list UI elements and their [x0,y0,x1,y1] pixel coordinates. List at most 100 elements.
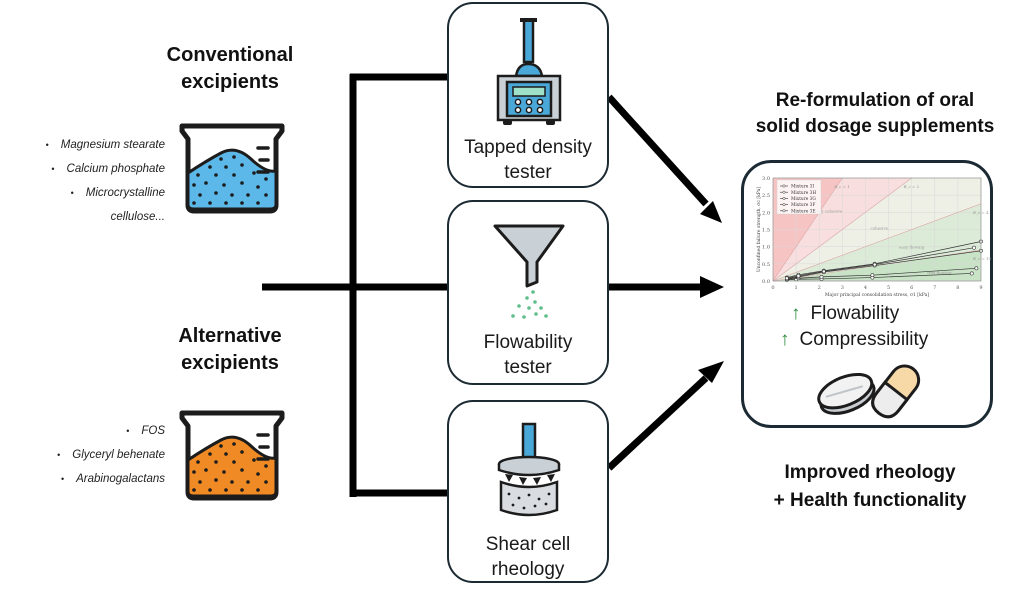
data-point [870,273,875,278]
gain-flowability: ↑Flowability [791,303,899,325]
powder-particle [252,458,256,462]
powder-particle [198,480,202,484]
test-label-line2: rheology [491,559,565,580]
region-label: very cohesive [814,208,843,213]
legend-marker [782,203,786,207]
x-tick-label: 0 [771,285,774,291]
x-tick-label: 3 [841,285,844,291]
pills-icon [817,364,921,419]
data-point [784,276,789,281]
powder-particle [224,452,228,456]
powder-particle [204,468,208,472]
gain-label: Flowability [810,303,900,324]
powder-particle [214,460,218,464]
arrow-bottom-head-icon [698,361,724,383]
powder-particle [246,480,250,484]
y-tick-label: 0.0 [762,279,770,285]
region-label: free flowing [927,270,952,275]
ff-line [773,178,912,281]
legend-marker [782,184,786,188]
gain-label: Compressibility [799,329,929,350]
powder-particle [232,155,236,159]
data-point [872,262,877,267]
arrow-bottom-shaft [606,375,709,471]
arrow-top-head-icon [700,201,722,223]
powder-particle [232,460,236,464]
conventional-excipients-list: Magnesium stearate Calcium phosphate Mic… [10,133,165,229]
arrow-top-shaft [606,94,709,207]
legend-entry: Mixture 3H [791,191,816,196]
region-label: easy flowing [899,244,925,249]
result-title-line2: solid dosage supplements [755,116,995,137]
powder-particle [222,470,226,474]
powder-particle [208,165,212,169]
x-tick-label: 7 [933,285,936,291]
powder-particle [192,183,196,187]
powder-particle [222,183,226,187]
y-tick-label: 3.0 [762,176,770,182]
data-point [969,271,974,276]
ff-line-label: ff_c = 1 [834,184,850,189]
up-arrow-icon: ↑ [780,329,790,350]
powder-particle [230,480,234,484]
powder-particle [240,163,244,167]
test-card-shear-cell: Shear cell rheology [447,400,609,583]
plot-frame [772,177,982,282]
powder-particle [240,488,244,492]
beaker-conventional-icon [179,123,285,214]
test-card-tapped-density: Tapped density tester [447,2,609,188]
x-tick-label: 5 [887,285,890,291]
powder-particle [240,201,244,205]
powder-particle [230,193,234,197]
outcome-text: Improved rheology + Health functionality [735,459,1005,515]
x-tick-label: 1 [795,285,798,291]
shear-cell-icon [497,422,561,517]
powder-particle [240,181,244,185]
powder-particle [256,472,260,476]
test-label-line1: Flowability [483,332,573,353]
list-item: FOS [10,419,165,443]
list-item: Arabinogalactans [10,467,165,491]
y-tick-label: 2.0 [762,210,770,216]
x-tick-label: 9 [979,285,982,291]
powder-particle [219,157,223,161]
result-title-line1: Re-formulation of oral [775,90,975,111]
data-point [796,273,801,278]
powder-particle [224,201,228,205]
test-card-label: Flowability tester [449,330,607,380]
powder-particle [264,464,268,468]
powder-particle [232,442,236,446]
powder-particle [208,201,212,205]
legend-marker [782,209,786,213]
powder-particle [246,193,250,197]
test-label-line1: Shear cell [485,534,571,555]
test-label-line2: tester [504,162,552,183]
powder-particle [204,181,208,185]
y-tick-label: 1.0 [762,245,770,251]
powder-particle [264,193,268,197]
x-tick-label: 8 [956,285,959,291]
outcome-line1: Improved rheology [784,462,956,483]
list-item: Magnesium stearate [10,133,165,157]
y-tick-label: 2.5 [762,193,770,199]
powder-particle [256,201,260,205]
y-tick-label: 0.5 [762,262,770,268]
x-tick-label: 4 [864,285,867,291]
x-tick-label: 2 [818,285,821,291]
funnel-icon [493,224,565,319]
powder-particle [198,193,202,197]
list-item: Calcium phosphate [10,157,165,181]
outcome-line2: + Health functionality [773,490,967,511]
powder-particle [240,468,244,472]
list-item: cellulose... [110,211,165,224]
powder-particle [219,444,223,448]
legend-entry: Mixture 3E [791,209,816,214]
legend-entry: Mixture 3F [791,203,815,208]
conventional-title-line1: Conventional [166,44,294,66]
test-label-line2: tester [504,357,552,378]
data-point [821,269,826,274]
list-item: Microcrystalline [10,181,165,205]
powder-particle [196,173,200,177]
